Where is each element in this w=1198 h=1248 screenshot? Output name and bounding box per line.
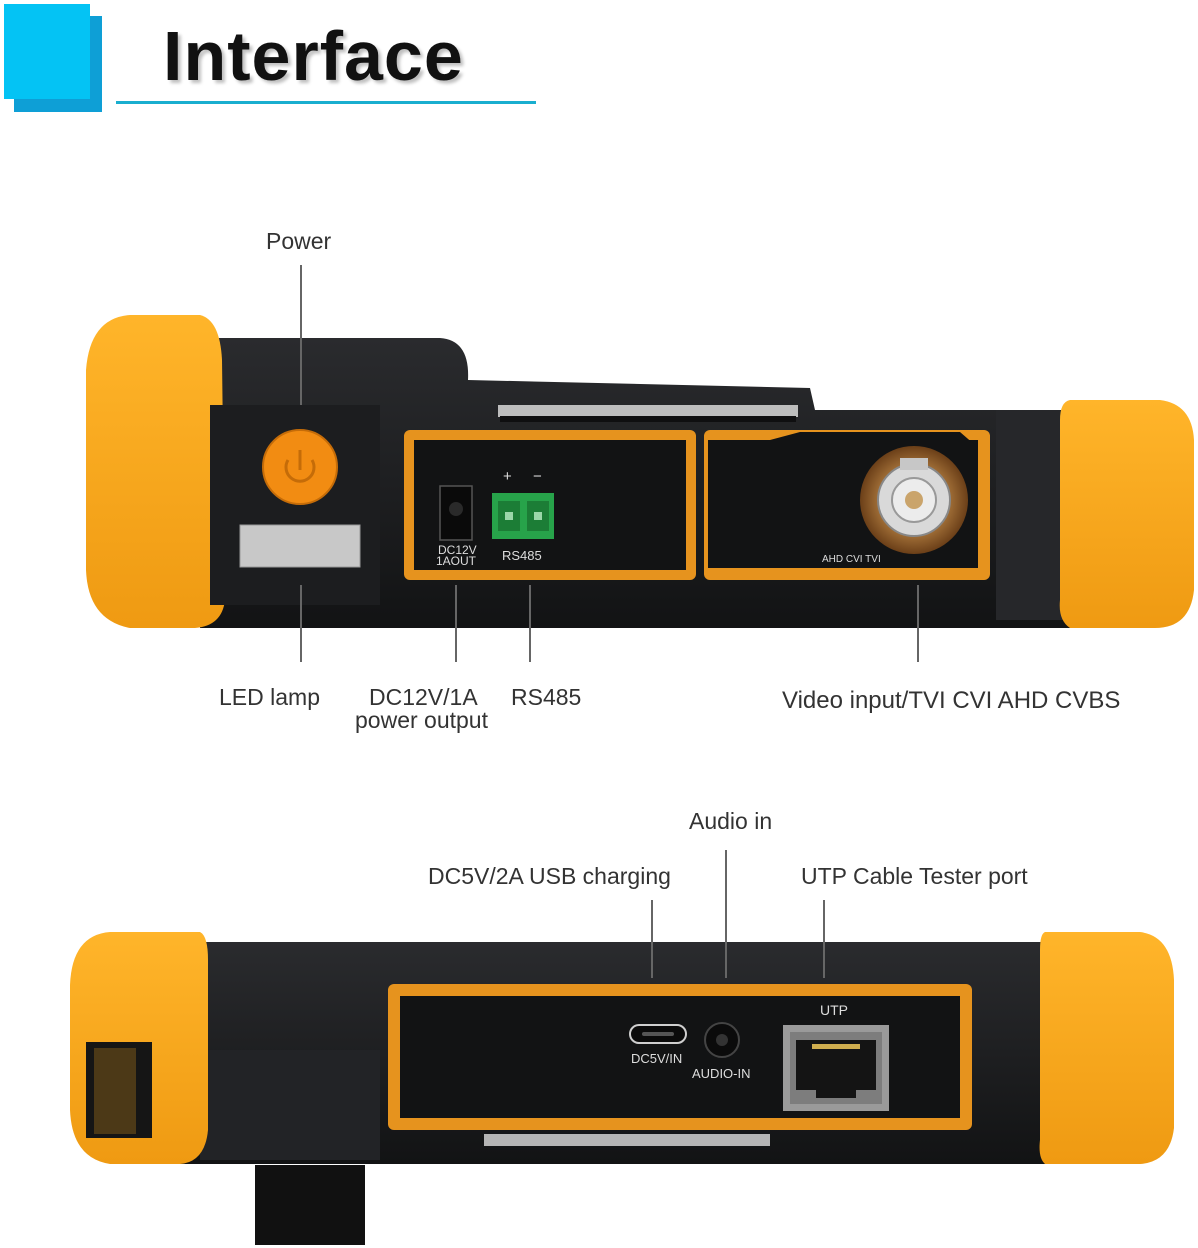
audio-printed-label: AUDIO-IN — [692, 1066, 751, 1081]
label-rs485: RS485 — [511, 684, 582, 710]
bottom-right-bumper — [1039, 932, 1174, 1164]
led-lamp — [240, 525, 360, 567]
utp-printed-label: UTP — [820, 1002, 848, 1018]
page-title: Interface — [163, 17, 464, 95]
top-right-bumper — [1059, 400, 1194, 628]
label-usb-charging: DC5V/2A USB charging — [428, 863, 671, 889]
title-square — [4, 4, 90, 99]
label-video-input: Video input/TVI CVI AHD CVBS — [782, 687, 1121, 714]
title-underline — [116, 101, 536, 104]
label-audio-in: Audio in — [689, 808, 773, 834]
label-power: Power — [266, 228, 332, 254]
label-utp-port: UTP Cable Tester port — [801, 863, 1028, 889]
rs485-plus-sign: + — [503, 468, 512, 485]
rs485-printed-label: RS485 — [502, 548, 542, 563]
rs485-minus-sign: − — [533, 468, 542, 485]
usb-printed-label: DC5V/IN — [631, 1051, 683, 1066]
dc-jack-label-2: 1AOUT — [436, 554, 477, 568]
bnc-printed-label: AHD CVI TVI — [822, 554, 881, 565]
label-dc12v-line1: DC12V/1A — [369, 684, 478, 710]
dc-jack-label-1: DC12V — [438, 543, 477, 557]
label-dc12v-line2: power output — [355, 707, 488, 733]
label-led-lamp: LED lamp — [219, 684, 320, 710]
